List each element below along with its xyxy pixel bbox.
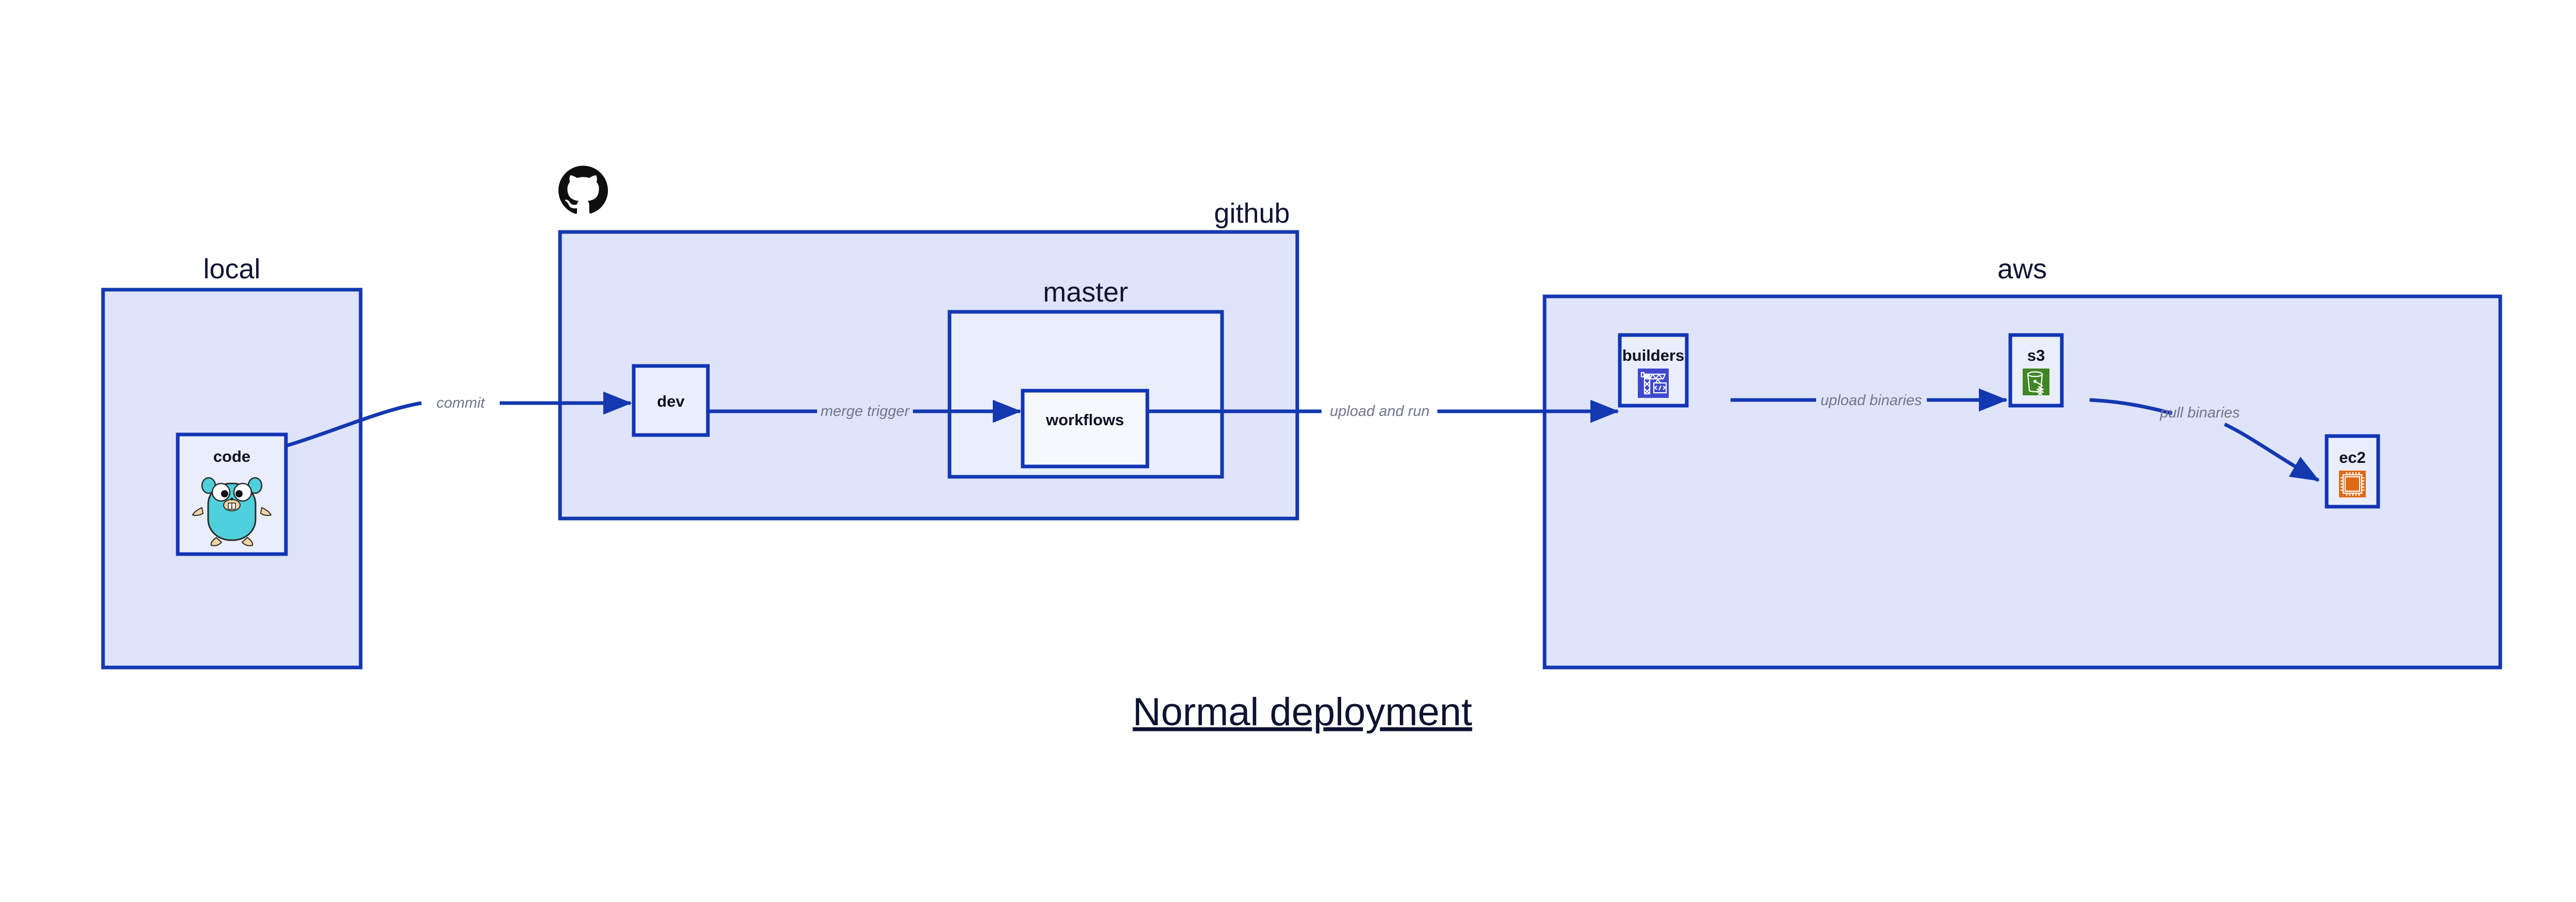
edge-upload-and-run-label: upload and run	[1330, 403, 1430, 420]
node-builders-label: builders	[1622, 346, 1685, 364]
node-workflows-label: workflows	[1045, 411, 1124, 429]
go-gopher-icon	[192, 477, 272, 546]
aws-codebuild-icon	[1638, 369, 1669, 398]
edge-merge-trigger: merge trigger	[709, 399, 1022, 423]
node-dev[interactable]: dev	[632, 364, 710, 437]
github-logo-icon	[558, 165, 608, 214]
node-dev-label: dev	[657, 392, 685, 410]
group-local-title: local	[203, 254, 260, 285]
group-master-title: master	[1043, 277, 1128, 308]
edge-upload-binaries: upload binaries	[1731, 388, 2008, 412]
edge-pull-binaries-label: pull binaries	[2160, 405, 2240, 421]
edge-pull-binaries: pull binaries	[2089, 398, 2320, 482]
node-s3[interactable]: s3	[2008, 333, 2064, 408]
node-ec2[interactable]: ec2	[2325, 434, 2380, 509]
node-ec2-label: ec2	[2339, 448, 2366, 466]
edge-commit-label: commit	[436, 395, 485, 411]
node-builders[interactable]: builders	[1618, 333, 1689, 408]
edges-layer: commit merge trigger upload and run uplo…	[285, 388, 2320, 482]
edge-upload-and-run: upload and run	[1147, 399, 1619, 423]
group-aws-title: aws	[1997, 254, 2047, 285]
aws-ec2-icon	[2339, 471, 2366, 497]
group-github-title: github	[1214, 198, 1290, 229]
node-code-label: code	[213, 447, 250, 465]
aws-s3-glacier-icon	[2023, 369, 2049, 396]
edge-merge-trigger-label: merge trigger	[821, 403, 910, 420]
node-code[interactable]: code	[176, 432, 288, 556]
diagram-title: Normal deployment	[1133, 690, 1472, 734]
node-workflows[interactable]: workflows	[1021, 389, 1149, 469]
edge-commit: commit	[285, 391, 632, 448]
edge-upload-binaries-label: upload binaries	[1821, 392, 1922, 409]
node-s3-label: s3	[2027, 346, 2045, 364]
